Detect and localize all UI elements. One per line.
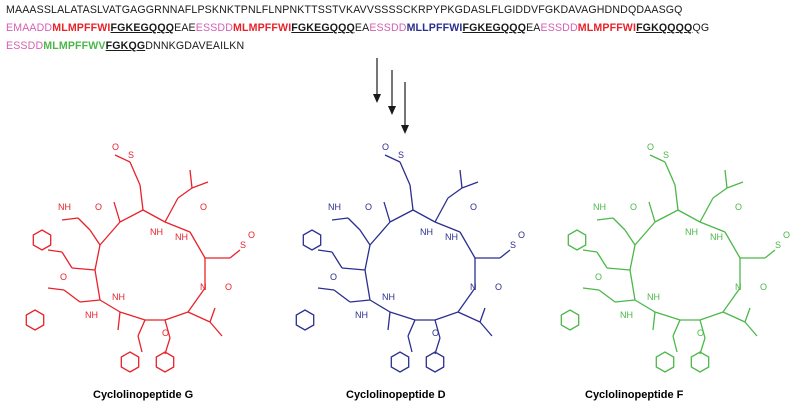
- sequence-segment: ESSDD: [369, 22, 407, 34]
- atom-label: O: [248, 230, 255, 240]
- atom-label: O: [470, 202, 477, 212]
- atom-label: O: [760, 282, 767, 292]
- caption-cyclolinopeptide-g: Cyclolinopeptide G: [93, 389, 194, 401]
- atom-label: O: [630, 202, 637, 212]
- sequence-segment: MLMPFFWI: [577, 22, 637, 34]
- atom-label: O: [365, 202, 372, 212]
- sequence-segment: EMAADD: [6, 22, 53, 34]
- caption-cyclolinopeptide-f: Cyclolinopeptide F: [585, 389, 684, 401]
- atom-label: O: [225, 282, 232, 292]
- atom-label: S: [663, 150, 669, 160]
- atom-label: O: [647, 142, 654, 152]
- atom-label: NH: [445, 232, 458, 242]
- atom-label: O: [382, 142, 389, 152]
- atom-label: S: [510, 240, 516, 250]
- sequence-line-2: EMAADDMLMPFFWIFGKEGQQQEAEESSDDMLMPFFWIFG…: [6, 22, 709, 35]
- atom-label: S: [128, 150, 134, 160]
- sequence-segment: FGKEGQQQ: [110, 22, 175, 34]
- sequence-segment: MLLPFFWI: [406, 22, 463, 34]
- atom-label: NH: [112, 292, 125, 302]
- atom-label: O: [112, 142, 119, 152]
- atom-label: N: [200, 282, 207, 292]
- sequence-segment: EA: [354, 22, 370, 34]
- atom-label: O: [162, 328, 169, 338]
- atom-label: NH: [85, 310, 98, 320]
- sequence-line-1: MAAASSLALATASLVATGAGGRNNAFLPSKNKTPNLFLNP…: [6, 4, 683, 17]
- atom-label: O: [783, 230, 790, 240]
- atom-label: NH: [710, 232, 723, 242]
- sequence-segment: FGKEGQQQ: [462, 22, 527, 34]
- atom-label: O: [60, 272, 67, 282]
- atom-label: O: [432, 328, 439, 338]
- sequence-segment: FGKEGQQQ: [291, 22, 355, 34]
- sequence-segment: MLMPFFWI: [233, 22, 292, 34]
- atom-label: S: [398, 150, 404, 160]
- sequence-segment: MLMPFFWI: [52, 22, 111, 34]
- atom-label: NH: [382, 292, 395, 302]
- sequence-segment: ESSDD: [6, 40, 44, 52]
- atom-label: O: [518, 230, 525, 240]
- atom-label: NH: [647, 292, 660, 302]
- atom-label: O: [95, 202, 102, 212]
- atom-label: NH: [420, 227, 433, 237]
- atom-label: O: [595, 272, 602, 282]
- atom-label: S: [775, 240, 781, 250]
- atom-label: NH: [685, 227, 698, 237]
- sequence-segment: FGKQG: [105, 40, 146, 52]
- sequence-segment: EAE: [174, 22, 196, 34]
- atom-label: NH: [593, 202, 606, 212]
- processing-arrows: [373, 58, 409, 134]
- sequence-segment: ESSDD: [195, 22, 234, 34]
- atom-label: O: [697, 328, 704, 338]
- atom-label: NH: [175, 232, 188, 242]
- sequence-segment: FGKQQQQ: [636, 22, 693, 34]
- atom-label: O: [735, 202, 742, 212]
- sequence-segment: MAAASSLALATASLVATGAGGRNNAFLPSKNKTPNLFLNP…: [6, 4, 683, 16]
- atom-label: O: [495, 282, 502, 292]
- atom-label: N: [735, 282, 742, 292]
- caption-cyclolinopeptide-d: Cyclolinopeptide D: [346, 389, 446, 401]
- atom-label: NH: [58, 202, 71, 212]
- atom-label: NH: [620, 310, 633, 320]
- sequence-line-3: ESSDDMLMPFFWVFGKQGDNNKGDAVEAILKN: [6, 40, 244, 53]
- atom-label: S: [240, 240, 246, 250]
- atom-label: O: [200, 202, 207, 212]
- sequence-segment: MLMPFFWV: [43, 40, 106, 52]
- atom-label: NH: [150, 227, 163, 237]
- sequence-segment: QG: [692, 22, 710, 34]
- sequence-segment: ESSDD: [540, 22, 578, 34]
- atom-label: NH: [328, 202, 341, 212]
- sequence-segment: EA: [526, 22, 541, 34]
- atom-label: O: [330, 272, 337, 282]
- atom-label: NH: [355, 310, 368, 320]
- sequence-segment: DNNKGDAVEAILKN: [145, 40, 245, 52]
- atom-label: N: [470, 282, 477, 292]
